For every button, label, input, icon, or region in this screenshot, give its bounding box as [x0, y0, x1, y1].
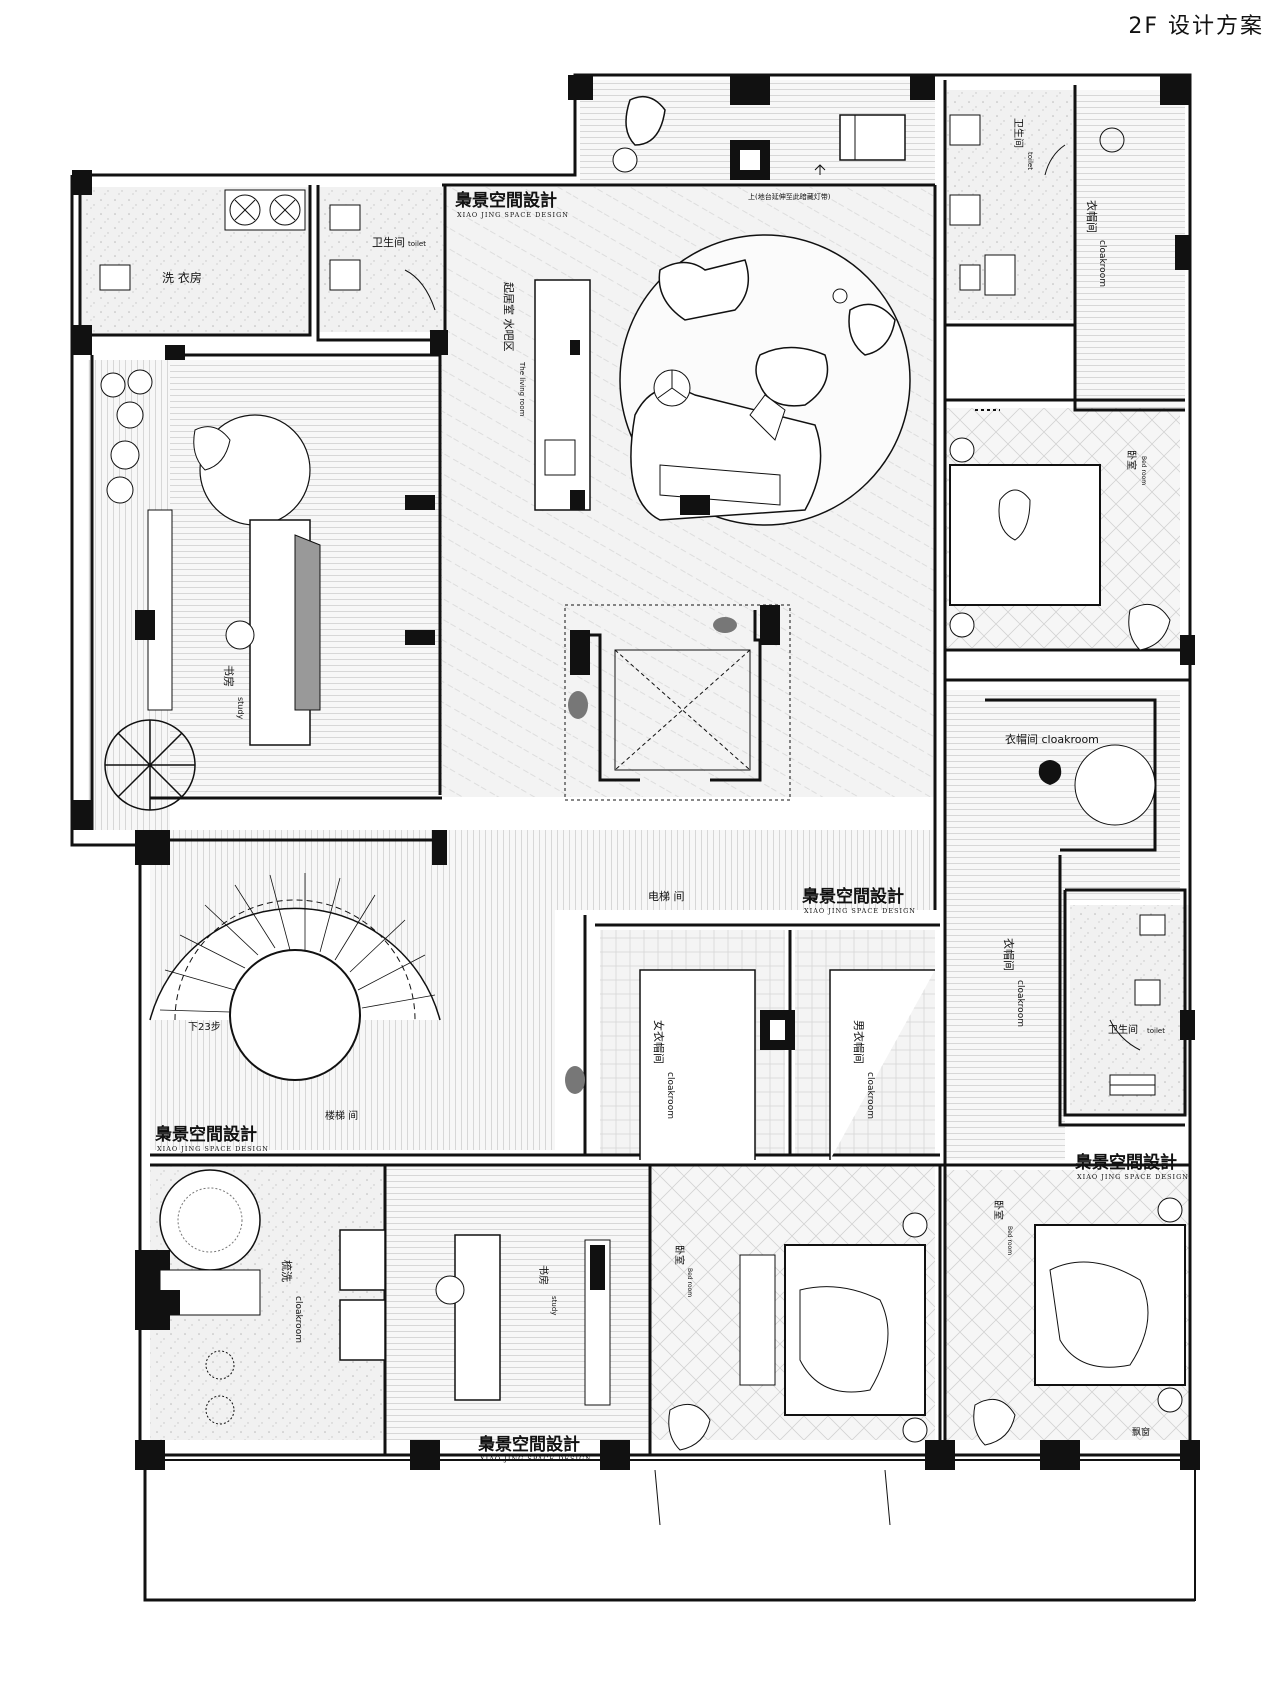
label-toilet-nw-en: toilet: [408, 240, 426, 248]
study-west-furniture: [100, 369, 435, 811]
label-toilet-e: 卫生间: [1108, 1023, 1138, 1036]
lounge-chair: [658, 259, 750, 321]
brand-logo-4: 梟景空間設計 XIAO JING SPACE DESIGN: [1074, 1152, 1189, 1181]
label-cloak-e2-en: cloakroom: [1015, 980, 1025, 1027]
spiral-staircase: [149, 873, 585, 1094]
svg-text:梟景空間設計: 梟景空間設計: [154, 1124, 257, 1145]
bathtub: [159, 1169, 261, 1271]
desk-study-s: [454, 1234, 501, 1401]
laundry-fixtures: [99, 189, 436, 311]
lounge-chair-balcony: [839, 114, 906, 161]
bed-east: [949, 464, 1101, 606]
svg-text:XIAO JING SPACE DESIGN: XIAO JING SPACE DESIGN: [1077, 1173, 1189, 1181]
label-cloak-men: 男衣帽间: [852, 1020, 866, 1064]
label-cloak-ne-en: cloakroom: [1097, 240, 1107, 287]
chair-balcony: [625, 95, 666, 146]
svg-text:XIAO JING SPACE DESIGN: XIAO JING SPACE DESIGN: [480, 1455, 592, 1463]
floor-balcony-s: [140, 1460, 1195, 1600]
label-bedroom-e-en: Bed room: [1140, 456, 1147, 485]
svg-text:XIAO JING SPACE DESIGN: XIAO JING SPACE DESIGN: [804, 907, 916, 915]
elevator-core: [564, 604, 791, 801]
label-study-s: 书房: [537, 1265, 550, 1285]
label-cloak-men-en: cloakroom: [865, 1072, 875, 1119]
label-bedroom-s: 卧室: [673, 1245, 686, 1265]
bedroom-east-furniture: [949, 409, 1171, 651]
label-bedroom-se: 卧室: [992, 1200, 1005, 1220]
label-bedroom-se-en: Bed room: [1006, 1226, 1013, 1255]
label-elevator: 电梯 间: [648, 890, 685, 903]
stair-core: [229, 949, 361, 1081]
floor-cloak-e2: [945, 900, 1065, 1160]
svg-text:XIAO JING SPACE DESIGN: XIAO JING SPACE DESIGN: [457, 211, 569, 219]
cloak-east-furniture: [1038, 744, 1156, 826]
label-laundry: 洗 衣房: [162, 270, 202, 285]
floor-cloak-ne: [1075, 90, 1185, 410]
armchair: [848, 303, 896, 356]
tree-plant: [104, 719, 196, 811]
label-wash: 梳洗: [280, 1260, 294, 1282]
label-stair-steps: 下23步: [188, 1021, 221, 1033]
svg-text:XIAO JING SPACE DESIGN: XIAO JING SPACE DESIGN: [157, 1145, 269, 1153]
svg-text:梟景空間設計: 梟景空間設計: [801, 886, 904, 907]
label-living-en: The living room: [518, 361, 526, 417]
brand-logo-5: 梟景空間設計 XIAO JING SPACE DESIGN: [477, 1434, 592, 1463]
label-study-w: 书房: [222, 665, 235, 687]
label-toilet-nw: 卫生间: [372, 235, 405, 249]
label-bay-window: 飘窗: [1132, 1426, 1150, 1438]
elevator-car: [614, 649, 751, 771]
label-bedroom-e: 卧室: [1125, 450, 1138, 470]
toilet-east-fixtures: [1109, 914, 1166, 1096]
label-toilet-ne: 卫生间: [1012, 118, 1025, 148]
planter-circles: [100, 369, 153, 504]
label-cloak-e: 衣帽间 cloakroom: [1005, 732, 1099, 746]
label-cloak-e2: 衣帽间: [1002, 938, 1016, 971]
label-toilet-ne-en: toilet: [1026, 152, 1034, 170]
svg-text:梟景空間設計: 梟景空間設計: [477, 1434, 580, 1455]
label-cloak-women: 女衣帽间: [652, 1020, 666, 1064]
room-labels: 洗 衣房 卫生间 toilet 起居室 水吧区 The living room …: [162, 118, 1165, 1438]
label-study-w-en: study: [236, 697, 245, 719]
toilet-ne-fixtures: [949, 114, 1125, 296]
brand-logo-2: 梟景空間設計 XIAO JING SPACE DESIGN: [801, 886, 916, 915]
label-toilet-e-en: toilet: [1147, 1027, 1165, 1035]
label-wash-en: cloakroom: [293, 1296, 303, 1343]
bedroom-s-furniture: [668, 1212, 928, 1451]
wash-room-fixtures: [159, 1169, 386, 1425]
svg-text:梟景空間設計: 梟景空間設計: [1074, 1152, 1177, 1173]
coffee-table: [755, 346, 829, 407]
structural-columns: [72, 75, 1200, 1470]
label-stairwell: 楼梯 间: [325, 1109, 358, 1122]
brand-labels: 梟景空間設計 XIAO JING SPACE DESIGN 梟景空間設計 XIA…: [154, 190, 1189, 1463]
label-study-s-en: study: [550, 1296, 558, 1315]
living-room-furniture: [534, 234, 911, 526]
study-south-furniture: [435, 1234, 611, 1406]
label-bedroom-s-en: Bed room: [686, 1268, 693, 1297]
south-balcony: [144, 1459, 1196, 1601]
balcony-north: [612, 95, 906, 180]
svg-text:梟景空間設計: 梟景空間設計: [454, 190, 557, 211]
label-stair-note: 上(地台延伸至此暗藏灯带): [748, 192, 831, 201]
cloakroom-central: [639, 969, 935, 1160]
brand-logo-1: 梟景空間設計 XIAO JING SPACE DESIGN: [454, 190, 569, 219]
plant-balcony: [612, 147, 638, 173]
brand-logo-3: 梟景空間設計 XIAO JING SPACE DESIGN: [154, 1124, 269, 1153]
walls: [70, 73, 1195, 1602]
bar-counter: [534, 279, 591, 511]
label-living: 起居室 水吧区: [502, 282, 516, 352]
round-ottoman: [1074, 744, 1156, 826]
bedroom-se-furniture: [973, 1197, 1186, 1446]
label-cloak-women-en: cloakroom: [665, 1072, 675, 1119]
label-cloak-ne: 衣帽间: [1085, 200, 1099, 233]
drawing-title: 2F 设计方案: [1128, 14, 1264, 39]
